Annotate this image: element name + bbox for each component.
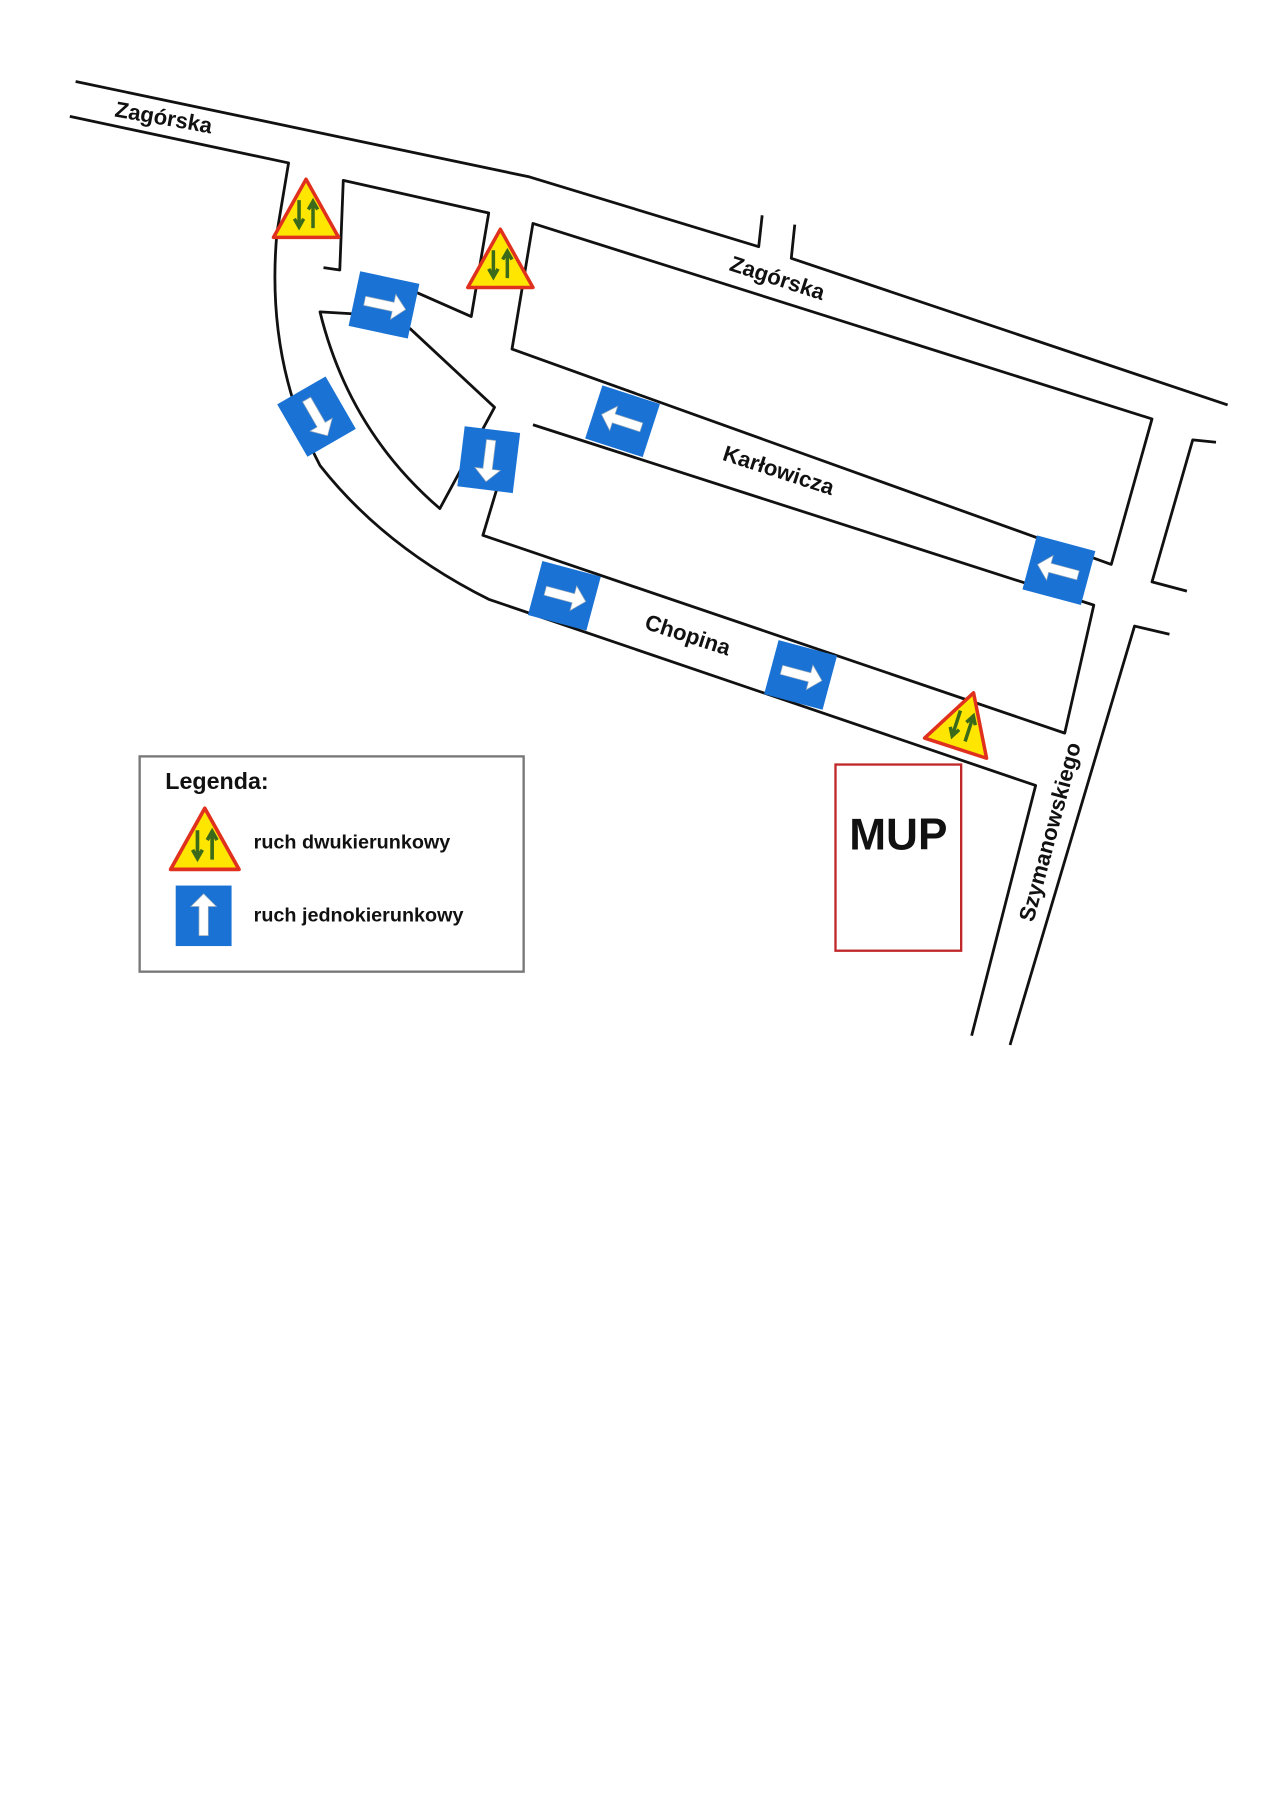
street-label-zagorska-west: Zagórska bbox=[113, 97, 215, 139]
two-way-sign-icon bbox=[466, 227, 535, 290]
one-way-sign-icon bbox=[348, 270, 420, 339]
one-way-sign-icon bbox=[1022, 535, 1096, 606]
street-label-zagorska-east: Zagórska bbox=[727, 251, 829, 305]
mup-building: MUP bbox=[834, 763, 963, 952]
road-network bbox=[69, 80, 1229, 1046]
mup-label: MUP bbox=[849, 810, 947, 859]
legend: Legenda: ruch dwukierunkowy ruch jednoki… bbox=[138, 755, 525, 973]
two-way-sign-icon bbox=[922, 681, 1007, 760]
legend-label-two-way: ruch dwukierunkowy bbox=[254, 831, 451, 853]
one-way-traffic-sign-icon bbox=[175, 885, 232, 947]
legend-label-one-way: ruch jednokierunkowy bbox=[254, 905, 464, 927]
legend-title: Legenda: bbox=[165, 768, 268, 794]
one-way-sign-icon bbox=[456, 425, 521, 494]
